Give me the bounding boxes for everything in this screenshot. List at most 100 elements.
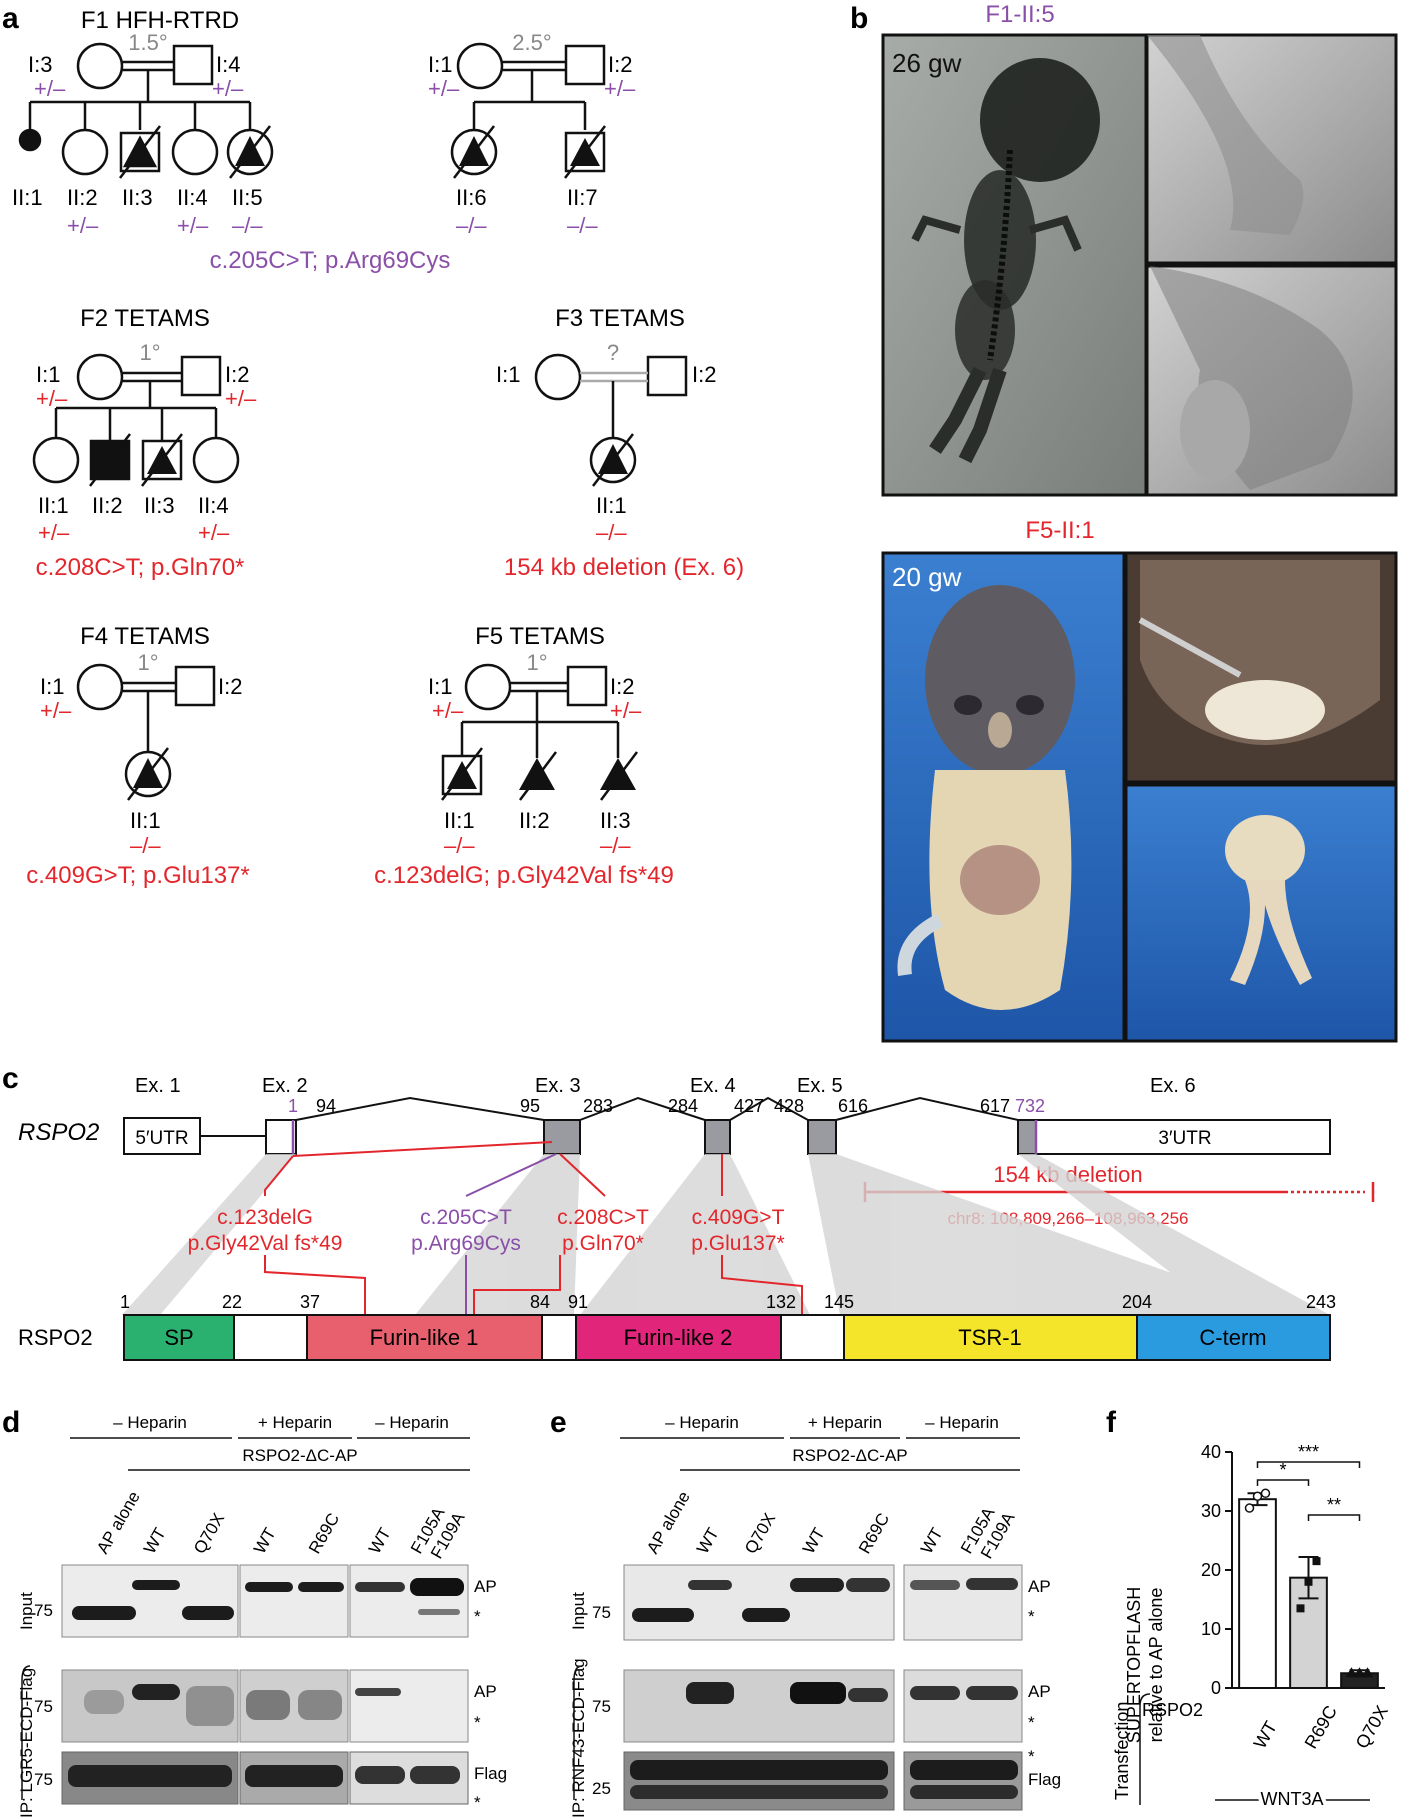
domain-tsr1: TSR-1 [958,1325,1022,1350]
f4-kid-genotype: –/– [130,833,161,858]
e-input-blot [623,1564,1023,1641]
e-star-2: * [1028,1713,1035,1732]
fetus-photo [881,551,1126,1043]
aa-132: 132 [766,1292,796,1312]
e-ap-label-2: AP [1028,1682,1051,1701]
f2-kid-2-id: II:2 [92,493,123,518]
f1-kid-6-genotype: –/– [456,213,487,238]
d-ip-ap-blot [61,1669,469,1743]
d-star-2: * [474,1713,481,1732]
c-gene-name: RSPO2 [18,1119,99,1146]
e-lane-6: WT [917,1525,947,1557]
f-point-2-0 [1345,1667,1358,1678]
e-construct: RSPO2-ΔC-AP [792,1446,907,1465]
f1-kid-2-genotype: +/– [67,213,99,238]
f2-kid-4-id: II:4 [198,493,229,518]
exon-domain-projections [122,1154,1330,1315]
pos-616: 616 [838,1096,868,1116]
f4-p1-id: I:1 [40,674,64,699]
f5-kid-2-id: II:2 [519,808,550,833]
aa-91: 91 [568,1292,588,1312]
e-lane-1: AP alone [643,1488,694,1557]
pedigree-f3 [534,353,688,487]
d-lane-2: WT [140,1525,170,1557]
f2-kid-3-id: II:3 [144,493,175,518]
d-ap-label-1: AP [474,1577,497,1596]
f2-p2-genotype: +/– [225,386,257,411]
f1-kid-2-id: II:2 [67,185,98,210]
f2-kid-4-genotype: +/– [198,520,230,545]
d-mw-75-1: 75 [34,1601,53,1620]
mut-2-protein: p.Arg69Cys [411,1232,521,1255]
exon-5-label: Ex. 5 [797,1075,843,1097]
f2-kid-1-genotype: +/– [38,520,70,545]
domain-furin2: Furin-like 2 [624,1325,733,1350]
f5-title: F5 TETAMS [475,623,605,650]
e-minus-heparin-1: – Heparin [665,1413,739,1432]
f-sig-label-1: *** [1298,1442,1319,1462]
pedigree-f4 [76,663,216,801]
f1-title: F1 HFH-RTRD [81,7,239,34]
f-point-2-2 [1361,1667,1374,1678]
f-category-label-0: WT [1250,1718,1281,1752]
d-ip-label: IP: LGR5-ECD-Flag [17,1668,36,1818]
d-star-1: * [474,1607,481,1626]
panel-label-f: f [1106,1406,1117,1439]
aa-243: 243 [1306,1292,1336,1312]
f4-mutation: c.409G>T; p.Glu137* [26,862,249,889]
e-lane-5: R69C [855,1510,893,1557]
mutation-connectors [264,1141,803,1315]
f2-p1-genotype: +/– [36,386,68,411]
f-ytick-label-3: 30 [1201,1501,1221,1521]
f1-left-degree: 1.5° [128,30,167,55]
d-input-blot [61,1564,469,1638]
f-rspo2-label: RSPO2 [1142,1700,1203,1720]
mut-4-dna: c.409G>T [692,1206,785,1229]
e-flag-label: Flag [1028,1770,1061,1789]
d-lane-4: WT [250,1525,280,1557]
d-ip-bracket [21,1665,31,1800]
f-ylabel-1: SUPERTOPFLASH [1124,1587,1144,1743]
f5-degree: 1° [526,650,547,675]
f2-kid-1-id: II:1 [38,493,69,518]
f3-kid-id: II:1 [596,493,627,518]
f-ylabel-2: relative to AP alone [1146,1588,1166,1743]
e-lane-2: WT [693,1525,723,1557]
pos-95: 95 [520,1096,540,1116]
b-top-age: 26 gw [892,48,962,78]
d-minus-heparin-2: – Heparin [375,1413,449,1432]
exon-2-label: Ex. 2 [262,1075,308,1097]
f1-right-p2-genotype: +/– [604,76,636,101]
protein-name: RSPO2 [18,1325,93,1350]
e-lane-3: Q70X [741,1510,779,1557]
aa-1: 1 [120,1292,130,1312]
f1-kid-6-id: II:6 [456,185,487,210]
f-transfection-bracket [1139,1693,1151,1805]
f-sig-label-2: ** [1327,1495,1341,1515]
f3-title: F3 TETAMS [555,305,685,332]
utr3-label: 3′UTR [1158,1128,1211,1149]
pos-94: 94 [316,1096,336,1116]
f-sig-bracket-2 [1307,1514,1361,1521]
organ-photo [1124,783,1398,1043]
b-bottom-title: F5-II:1 [1025,517,1094,544]
f4-p1-genotype: +/– [40,698,72,723]
e-input-label: Input [569,1592,588,1630]
f1-left-p2-id: I:4 [216,52,240,77]
panel-label-a: a [2,2,19,35]
e-lane-4: WT [799,1525,829,1557]
f1-mutation: c.205C>T; p.Arg69Cys [210,247,451,274]
aa-204: 204 [1122,1292,1152,1312]
pos-427: 427 [734,1096,764,1116]
e-ip-ap-blot [623,1669,1023,1743]
d-ap-label-2: AP [474,1682,497,1701]
f1-kid-7-id: II:7 [567,185,598,210]
f2-mutation: c.208C>T; p.Gln70* [36,554,245,581]
pos-617: 617 [980,1096,1010,1116]
d-heparin-lines [70,1437,470,1471]
f5-mutation: c.123delG; p.Gly42Val fs*49 [374,862,674,889]
e-mw-75-2: 75 [592,1697,611,1716]
f2-p2-id: I:2 [225,362,249,387]
domain-furin1: Furin-like 1 [370,1325,479,1350]
